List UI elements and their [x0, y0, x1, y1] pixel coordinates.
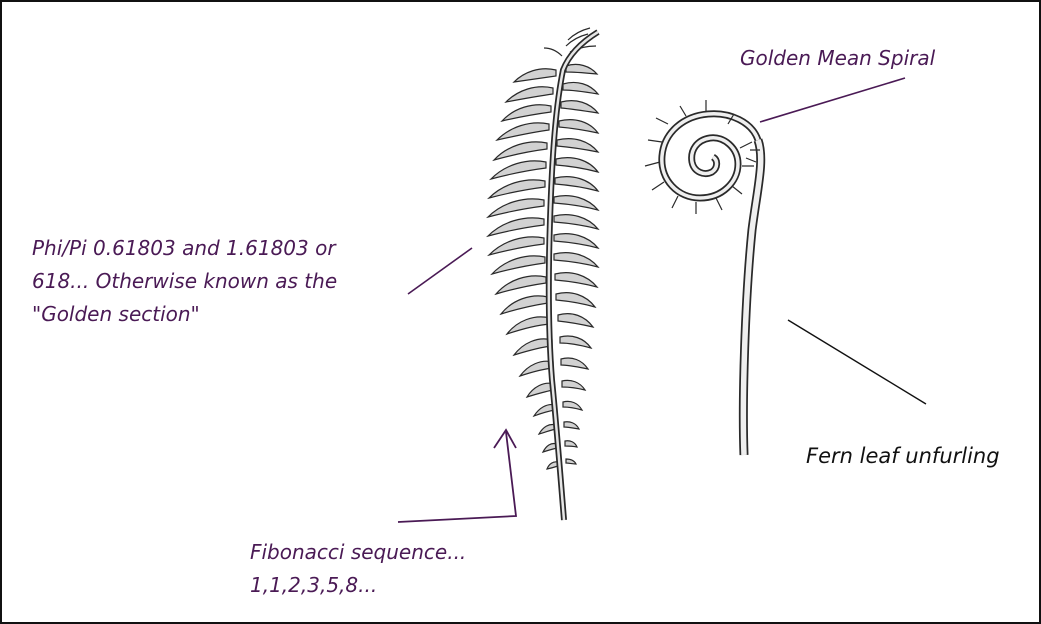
leaflet [556, 293, 595, 307]
leaflet [556, 158, 598, 172]
leaflet [554, 253, 598, 267]
phi-label-line-3: "Golden section" [32, 300, 200, 328]
leaflet [566, 459, 576, 464]
leaflet [565, 441, 577, 447]
golden-mean-spiral-label: Golden Mean Spiral [740, 44, 935, 72]
leaflet [491, 161, 546, 179]
leaflet [555, 273, 597, 287]
leaflet [561, 358, 588, 369]
phi-leader [408, 248, 472, 294]
leaflet [563, 82, 598, 94]
leaflet [566, 64, 597, 74]
leaflet [557, 139, 598, 152]
leaflet [496, 276, 546, 294]
leaflet [488, 199, 544, 217]
leaflet [561, 101, 598, 113]
leaflet [554, 196, 598, 210]
fern-frond [488, 28, 598, 469]
leaflet [489, 237, 544, 255]
phi-label-line-2: 618... Otherwise known as the [32, 267, 337, 295]
leaflet [558, 314, 593, 327]
leaflet [562, 380, 585, 390]
leaflet [497, 123, 549, 140]
fern-unfurling-leader [788, 320, 926, 404]
leaflet [559, 120, 598, 133]
leaflet [501, 296, 548, 314]
fibonacci-arrowhead [494, 430, 516, 448]
leaflet [555, 177, 598, 191]
leaflet [514, 339, 552, 355]
leaflet [514, 69, 556, 82]
leaflet [563, 401, 582, 410]
leaflet [488, 218, 544, 236]
leaflet [560, 336, 591, 348]
phi-label-line-1: Phi/Pi 0.61803 and 1.61803 or [32, 234, 336, 262]
fibonacci-label-line-1: Fibonacci sequence... [250, 538, 466, 566]
leaflet [507, 317, 550, 334]
leaflet [554, 215, 598, 229]
leaflet [494, 142, 547, 160]
unfurling-stalk-inner [743, 140, 760, 455]
leaflet [489, 180, 545, 198]
fibonacci-label-line-2: 1,1,2,3,5,8... [250, 571, 377, 599]
fibonacci-arrow-line [398, 432, 516, 522]
leaflet [492, 256, 545, 274]
leaflet [554, 234, 598, 248]
fern-unfurling-label: Fern leaf unfurling [806, 442, 1000, 470]
unfurling-fern [645, 100, 761, 455]
golden-spiral-leader [760, 78, 905, 122]
leaflet [502, 105, 551, 121]
leaflet [506, 87, 553, 102]
leaflet [564, 422, 579, 429]
